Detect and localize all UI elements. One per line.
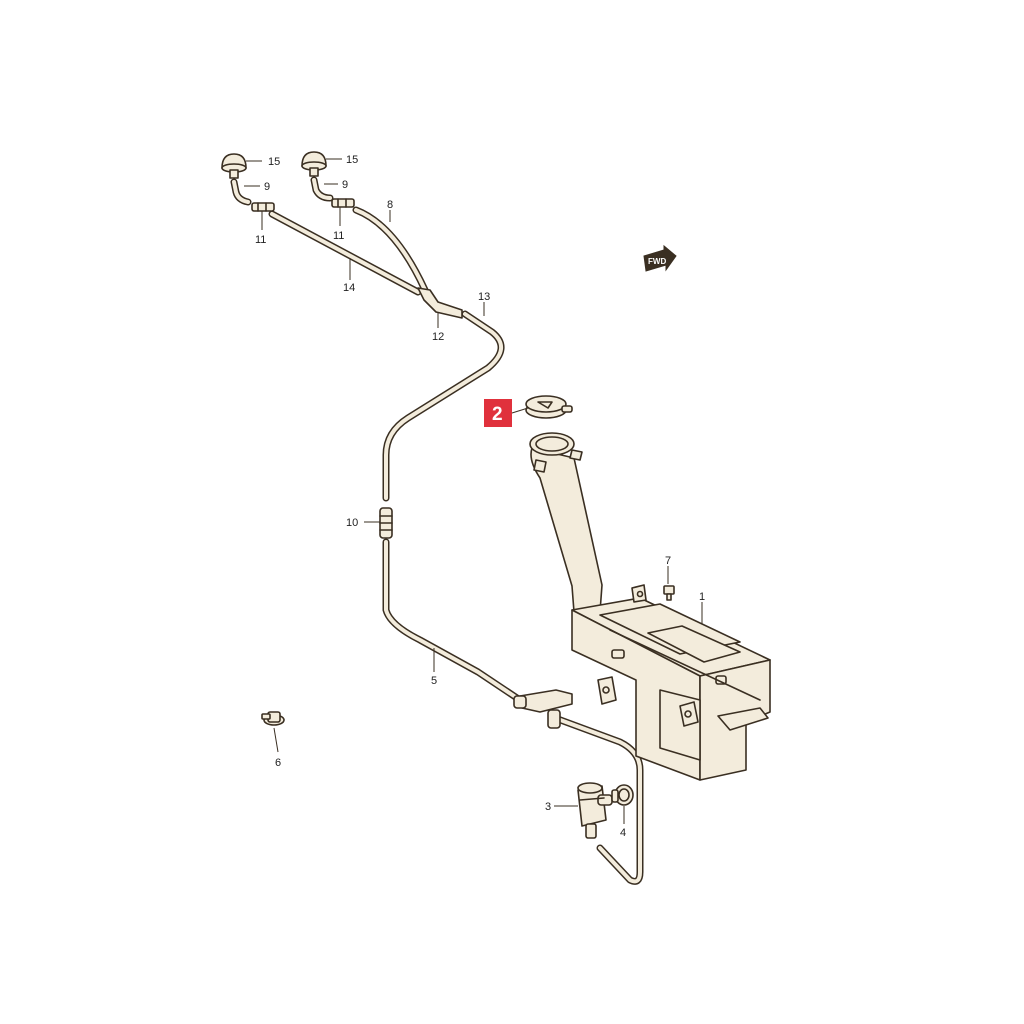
callout-11-right: 11 bbox=[333, 230, 344, 242]
washer-pump bbox=[577, 782, 613, 839]
joint-11-left bbox=[251, 202, 275, 212]
hose-14 bbox=[268, 210, 422, 296]
callout-labels: 15 15 9 9 11 11 8 14 12 13 10 5 6 3 4 7 … bbox=[255, 154, 705, 839]
hose-5 bbox=[382, 538, 524, 704]
joint-11-right bbox=[331, 198, 355, 208]
callout-9-right: 9 bbox=[342, 179, 348, 191]
elbow-hose-right bbox=[310, 176, 334, 202]
reservoir-cap bbox=[525, 395, 573, 419]
washer-nozzle-right bbox=[301, 151, 327, 177]
callout-11-left: 11 bbox=[255, 234, 266, 246]
washer-reservoir-tank bbox=[571, 584, 771, 781]
joint-10 bbox=[379, 507, 393, 539]
callout-1: 1 bbox=[699, 591, 705, 603]
callout-4: 4 bbox=[620, 827, 626, 839]
callout-15-left: 15 bbox=[268, 156, 280, 168]
callout-8: 8 bbox=[387, 199, 393, 211]
callout-2-label: 2 bbox=[492, 404, 503, 425]
fwd-direction-arrow: FWD bbox=[643, 244, 677, 272]
callout-5: 5 bbox=[431, 675, 437, 687]
callout-14: 14 bbox=[343, 282, 355, 294]
callout-13: 13 bbox=[478, 291, 490, 303]
reservoir-filler-neck bbox=[529, 432, 603, 613]
callout-6: 6 bbox=[275, 757, 281, 769]
washer-nozzle-left bbox=[221, 153, 247, 179]
leader-lines bbox=[244, 158, 703, 824]
fwd-label: FWD bbox=[648, 257, 666, 266]
callout-9-left: 9 bbox=[264, 181, 270, 193]
callout-10: 10 bbox=[346, 517, 358, 529]
hose-pump-feed bbox=[551, 714, 644, 885]
bolt-6 bbox=[261, 711, 285, 726]
callout-7: 7 bbox=[665, 555, 671, 567]
elbow-hose-left bbox=[230, 178, 252, 206]
highlighted-callout-2[interactable]: 2 bbox=[484, 399, 512, 427]
hose-8 bbox=[352, 206, 429, 294]
hose-13 bbox=[382, 310, 505, 502]
callout-15-right: 15 bbox=[346, 154, 358, 166]
joint-12-y-connector bbox=[417, 287, 463, 319]
pump-grommet bbox=[611, 784, 634, 806]
hose-clip bbox=[513, 689, 573, 729]
callout-3: 3 bbox=[545, 801, 551, 813]
bolt-7 bbox=[663, 585, 675, 601]
callout-12: 12 bbox=[432, 331, 444, 343]
